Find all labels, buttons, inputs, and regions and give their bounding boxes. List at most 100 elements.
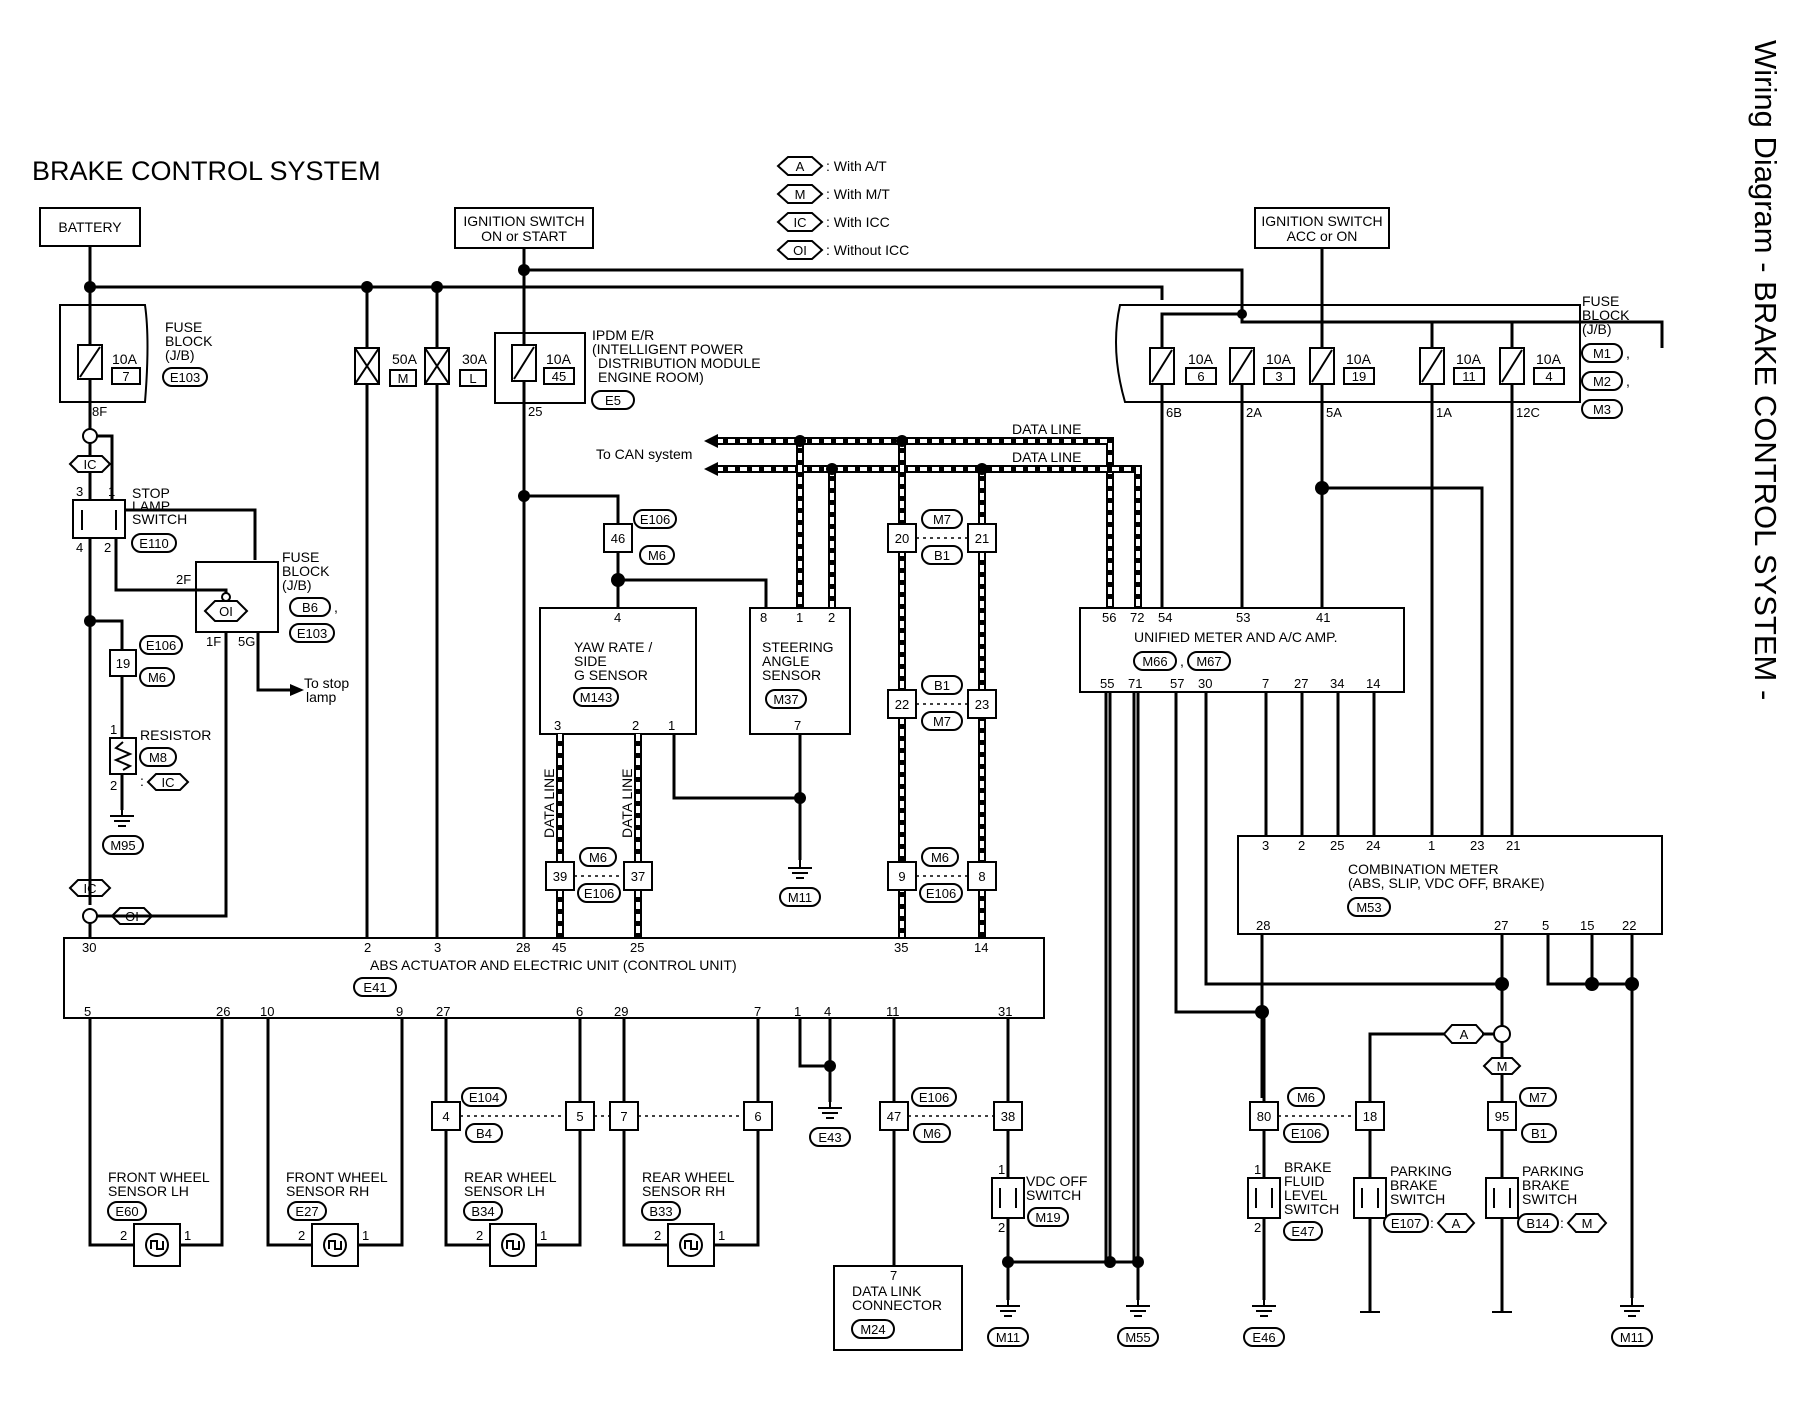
svg-text:B34: B34 xyxy=(471,1204,494,1219)
svg-text:OI: OI xyxy=(793,243,807,258)
svg-text:BLOCK: BLOCK xyxy=(282,563,330,579)
svg-text:SIDE: SIDE xyxy=(574,653,607,669)
legend: A : With A/T M : With M/T IC : With ICC … xyxy=(776,156,909,260)
svg-text:G SENSOR: G SENSOR xyxy=(574,667,648,683)
svg-text:M11: M11 xyxy=(788,890,812,905)
junction-39-37: 39 37 M6 E106 xyxy=(545,847,653,903)
svg-text:26: 26 xyxy=(216,1004,230,1019)
fusible-link-50a: 50A M xyxy=(354,287,418,940)
svg-text:10A: 10A xyxy=(1346,351,1372,367)
svg-text:E27: E27 xyxy=(295,1204,318,1219)
svg-text:14: 14 xyxy=(974,940,988,955)
svg-text:E106: E106 xyxy=(919,1090,949,1105)
svg-text:IC: IC xyxy=(162,775,175,790)
svg-text:25: 25 xyxy=(630,940,644,955)
brake-fluid-level-switch: 1 2 BRAKE FLUID LEVEL SWITCH E47 xyxy=(1247,1159,1339,1241)
resistor: 19 E106 M6 1 2 RESISTOR M8 : IC M95 xyxy=(90,619,211,855)
junction-9-8: 9 8 M6 E106 xyxy=(887,847,997,903)
svg-text:25: 25 xyxy=(528,404,542,419)
svg-text:2F: 2F xyxy=(176,572,191,587)
svg-text:: With A/T: : With A/T xyxy=(826,158,887,174)
svg-text:YAW RATE /: YAW RATE / xyxy=(574,639,652,655)
svg-text:E103: E103 xyxy=(170,370,200,385)
svg-text:To stop: To stop xyxy=(304,675,349,691)
svg-text:DATA LINE: DATA LINE xyxy=(541,768,557,838)
svg-text:2: 2 xyxy=(110,778,117,793)
svg-text:FUSE: FUSE xyxy=(165,319,202,335)
svg-text:21: 21 xyxy=(1506,838,1520,853)
svg-text:38: 38 xyxy=(1001,1109,1015,1124)
svg-text:2: 2 xyxy=(998,1220,1005,1235)
svg-text:VDC OFF: VDC OFF xyxy=(1026,1173,1087,1189)
svg-text:2: 2 xyxy=(1298,838,1305,853)
svg-text:SWITCH: SWITCH xyxy=(1284,1201,1339,1217)
svg-text:(INTELLIGENT POWER: (INTELLIGENT POWER xyxy=(592,341,743,357)
svg-text:2A: 2A xyxy=(1246,405,1262,420)
svg-text:FRONT WHEEL: FRONT WHEEL xyxy=(108,1169,210,1185)
svg-text:B1: B1 xyxy=(934,678,950,693)
svg-text:lamp: lamp xyxy=(306,689,337,705)
page-title: BRAKE CONTROL SYSTEM xyxy=(32,156,381,186)
svg-text:E43: E43 xyxy=(818,1130,841,1145)
svg-text:M24: M24 xyxy=(860,1322,885,1337)
svg-text:7: 7 xyxy=(754,1004,761,1019)
svg-text::: : xyxy=(140,773,144,789)
svg-text:M6: M6 xyxy=(1297,1090,1315,1105)
fusible-link-30a: 30A L xyxy=(424,287,488,940)
svg-text:FUSE: FUSE xyxy=(282,549,319,565)
svg-text:M2: M2 xyxy=(1593,374,1611,389)
junction-22-23: 22 23 B1 M7 xyxy=(887,675,997,731)
svg-text:M7: M7 xyxy=(933,512,951,527)
svg-text:10A: 10A xyxy=(1188,351,1214,367)
svg-text:19: 19 xyxy=(1352,369,1366,384)
svg-text:1: 1 xyxy=(998,1162,1005,1177)
svg-text:2: 2 xyxy=(298,1228,305,1243)
svg-text:ABS ACTUATOR AND ELECTRIC UNIT: ABS ACTUATOR AND ELECTRIC UNIT (CONTROL … xyxy=(370,957,737,973)
svg-text:7: 7 xyxy=(122,369,129,384)
svg-text:3: 3 xyxy=(554,718,561,733)
svg-text:OI: OI xyxy=(125,909,139,924)
svg-text:STEERING: STEERING xyxy=(762,639,834,655)
svg-text:45: 45 xyxy=(552,369,566,384)
svg-text:30: 30 xyxy=(1198,676,1212,691)
svg-text:1: 1 xyxy=(718,1228,725,1243)
svg-text:E106: E106 xyxy=(640,512,670,527)
svg-text:25: 25 xyxy=(1330,838,1344,853)
fuse-11: 10A 11 1A xyxy=(1419,347,1485,420)
stop-lamp-switch: IC 3 1 4 2 STOP LAMP SWITCH E110 xyxy=(68,402,257,905)
data-link-connector: 7 DATA LINK CONNECTOR M24 xyxy=(833,1265,963,1351)
svg-text:8: 8 xyxy=(978,869,985,884)
svg-text:9: 9 xyxy=(898,869,905,884)
svg-text:55: 55 xyxy=(1100,676,1114,691)
svg-text:IPDM E/R: IPDM E/R xyxy=(592,327,654,343)
svg-text:COMBINATION METER: COMBINATION METER xyxy=(1348,861,1499,877)
svg-text:IGNITION SWITCH: IGNITION SWITCH xyxy=(463,213,584,229)
legend-item-a: A : With A/T xyxy=(776,156,887,176)
parking-brake-switch-mt: PARKING BRAKE SWITCH B14 : M xyxy=(1485,1163,1608,1233)
svg-text:DATA LINE: DATA LINE xyxy=(619,768,635,838)
svg-text:34: 34 xyxy=(1330,676,1344,691)
svg-text:3: 3 xyxy=(434,940,441,955)
svg-text:3: 3 xyxy=(1262,838,1269,853)
ignition-switch-on: IGNITION SWITCH ON or START xyxy=(454,207,594,249)
svg-text:M19: M19 xyxy=(1035,1210,1060,1225)
bottom-grounds: M11 M55 E46 M11 xyxy=(987,1297,1653,1347)
svg-text:SWITCH: SWITCH xyxy=(1390,1191,1445,1207)
svg-text:5: 5 xyxy=(1542,918,1549,933)
svg-text:1: 1 xyxy=(1254,1162,1261,1177)
svg-text:E106: E106 xyxy=(926,886,956,901)
svg-text:E104: E104 xyxy=(469,1090,499,1105)
svg-text:DISTRIBUTION MODULE: DISTRIBUTION MODULE xyxy=(598,355,761,371)
svg-text:E103: E103 xyxy=(297,626,327,641)
svg-text:REAR WHEEL: REAR WHEEL xyxy=(642,1169,735,1185)
svg-text:FUSE: FUSE xyxy=(1582,293,1619,309)
svg-text:SWITCH: SWITCH xyxy=(132,511,187,527)
abs-actuator-unit: 30 2 3 28 45 25 35 14 ABS ACTUATOR AND E… xyxy=(63,937,1045,1019)
svg-text:11: 11 xyxy=(1462,369,1476,384)
svg-text:5: 5 xyxy=(576,1109,583,1124)
svg-text:27: 27 xyxy=(436,1004,450,1019)
svg-text:8F: 8F xyxy=(92,404,107,419)
svg-text:SENSOR LH: SENSOR LH xyxy=(464,1183,545,1199)
